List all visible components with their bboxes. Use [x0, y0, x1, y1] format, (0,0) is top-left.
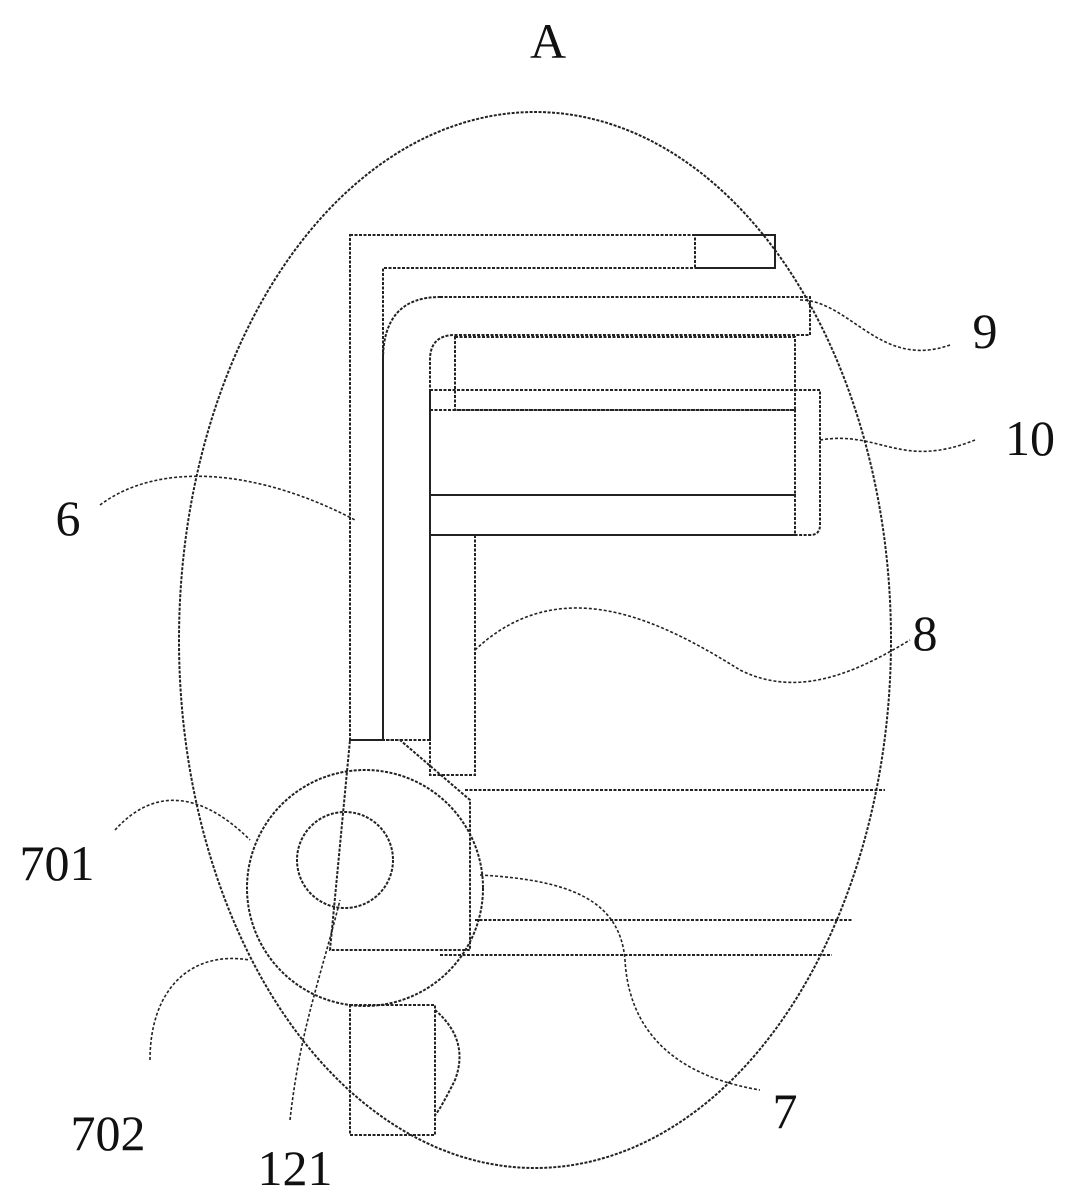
- label-8: 8: [913, 605, 938, 661]
- part-small-circle: [434, 1009, 461, 1116]
- part-121-pin: [296, 811, 394, 909]
- part-bar: [429, 494, 796, 536]
- detail-ellipse: [178, 111, 892, 1169]
- part-702-block: [349, 1004, 436, 1136]
- part-10: [429, 389, 821, 536]
- label-9: 9: [973, 303, 998, 359]
- part-701-circle: [246, 769, 484, 1007]
- part-10-core: [429, 409, 796, 496]
- detail-title: A: [530, 13, 566, 69]
- part-6-frame: [349, 234, 776, 741]
- part-7-arm: [328, 739, 471, 951]
- part-liner: [382, 296, 811, 741]
- label-121: 121: [258, 1140, 333, 1196]
- part-8: [429, 534, 476, 776]
- label-701: 701: [20, 835, 95, 891]
- label-702: 702: [71, 1105, 146, 1161]
- label-7: 7: [773, 1083, 798, 1139]
- label-10: 10: [1005, 410, 1055, 466]
- part-9: [454, 336, 796, 411]
- label-6: 6: [56, 490, 81, 546]
